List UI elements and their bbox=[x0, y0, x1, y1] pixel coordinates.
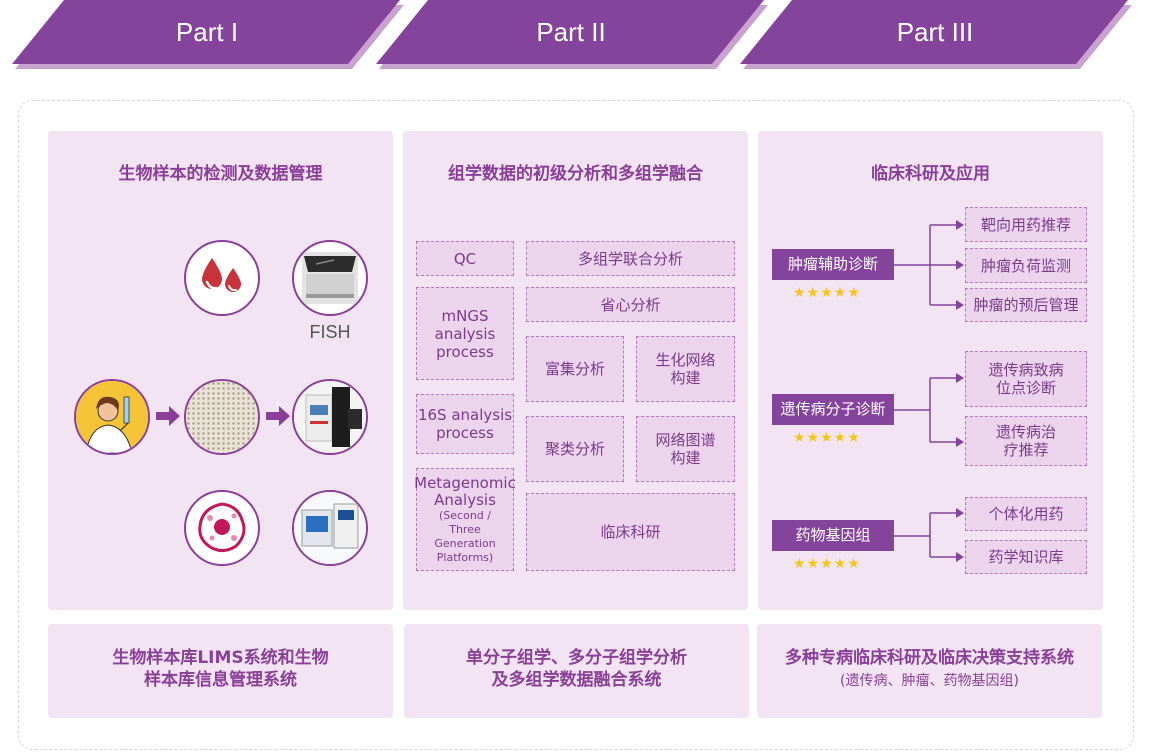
part1-title: 生物样本的检测及数据管理 bbox=[118, 164, 323, 184]
tumor-diagnosis-stars: ★★★★★ bbox=[793, 285, 861, 301]
outer-dashed-frame bbox=[18, 100, 1134, 750]
targeted-drug-box: 靶向用药推荐 bbox=[965, 207, 1087, 242]
analyzer-icon bbox=[292, 490, 368, 566]
pharmacogenomics-stars: ★★★★★ bbox=[793, 556, 861, 572]
banner-part-2: Part II bbox=[376, 0, 768, 69]
arrow-icon bbox=[156, 406, 180, 430]
part1-bottom-line1: 生物样本库LIMS系统和生物 bbox=[112, 648, 329, 668]
banner-part-2-label: Part II bbox=[536, 17, 606, 47]
microarray-icon bbox=[184, 379, 260, 455]
part3-bottom-line1: 多种专病临床科研及临床决策支持系统 bbox=[785, 648, 1074, 668]
part2-bottom-panel: 单分子组学、多分子组学分析 及多组学数据融合系统 bbox=[404, 624, 749, 718]
tumor-prognosis-box: 肿瘤的预后管理 bbox=[965, 288, 1087, 322]
genetic-treatment-box: 遗传病治 疗推荐 bbox=[965, 416, 1087, 466]
scientist-icon bbox=[74, 379, 150, 455]
metagenomic-box: Metagenomic Analysis (Second / Three Gen… bbox=[414, 468, 516, 571]
cluster-analysis-box: 聚类分析 bbox=[526, 416, 624, 482]
personalized-medication-box: 个体化用药 bbox=[965, 497, 1087, 531]
mngs-box: mNGS analysis process bbox=[416, 287, 514, 380]
blood-drop-icon bbox=[184, 240, 260, 316]
part2-bottom-line2: 及多组学数据融合系统 bbox=[491, 670, 662, 690]
multi-omics-joint-analysis-box: 多组学联合分析 bbox=[526, 241, 735, 276]
banner-part-1-label: Part I bbox=[175, 17, 239, 47]
cell-icon bbox=[184, 490, 260, 566]
enrichment-analysis-box: 富集分析 bbox=[526, 336, 624, 402]
genetic-diagnosis-label: 遗传病分子诊断 bbox=[772, 394, 894, 425]
easy-analysis-box: 省心分析 bbox=[526, 287, 735, 322]
part3-title: 临床科研及应用 bbox=[871, 164, 990, 184]
part1-bottom-line2: 样本库信息管理系统 bbox=[144, 670, 297, 690]
banner-part-3-label: Part III bbox=[896, 17, 974, 47]
arrow-icon bbox=[266, 406, 290, 430]
lab-instrument-icon bbox=[292, 379, 368, 455]
tumor-burden-box: 肿瘤负荷监测 bbox=[965, 248, 1087, 283]
pharmacogenomics-label: 药物基因组 bbox=[772, 520, 894, 551]
metagenomic-line1: Metagenomic bbox=[414, 473, 516, 492]
16s-box: 16S analysis process bbox=[416, 394, 514, 454]
genetic-diagnosis-stars: ★★★★★ bbox=[793, 430, 861, 446]
banner-part-3: Part III bbox=[740, 0, 1132, 69]
part2-bottom-line1: 单分子组学、多分子组学分析 bbox=[466, 648, 687, 668]
qc-box: QC bbox=[416, 241, 514, 276]
sequencer-icon bbox=[292, 240, 368, 316]
metagenomic-line2: Analysis bbox=[434, 490, 496, 509]
network-map-box: 网络图谱 构建 bbox=[636, 416, 735, 482]
banner-part-1: Part I bbox=[12, 0, 404, 69]
pathogenic-site-box: 遗传病致病 位点诊断 bbox=[965, 351, 1087, 407]
part3-bottom-line2: (遗传病、肿瘤、药物基因组) bbox=[840, 673, 1019, 689]
clinical-research-box: 临床科研 bbox=[526, 493, 735, 571]
part3-bottom-panel: 多种专病临床科研及临床决策支持系统 (遗传病、肿瘤、药物基因组) bbox=[757, 624, 1102, 718]
tumor-diagnosis-label: 肿瘤辅助诊断 bbox=[772, 249, 894, 280]
biochemical-network-box: 生化网络 构建 bbox=[636, 336, 735, 402]
part1-bottom-panel: 生物样本库LIMS系统和生物 样本库信息管理系统 bbox=[48, 624, 393, 718]
pharmacy-knowledge-box: 药学知识库 bbox=[965, 540, 1087, 574]
metagenomic-sub: (Second / Three Generation Platforms) bbox=[434, 508, 496, 564]
part2-title: 组学数据的初级分析和多组学融合 bbox=[448, 164, 703, 184]
fish-label: FISH bbox=[309, 322, 351, 342]
